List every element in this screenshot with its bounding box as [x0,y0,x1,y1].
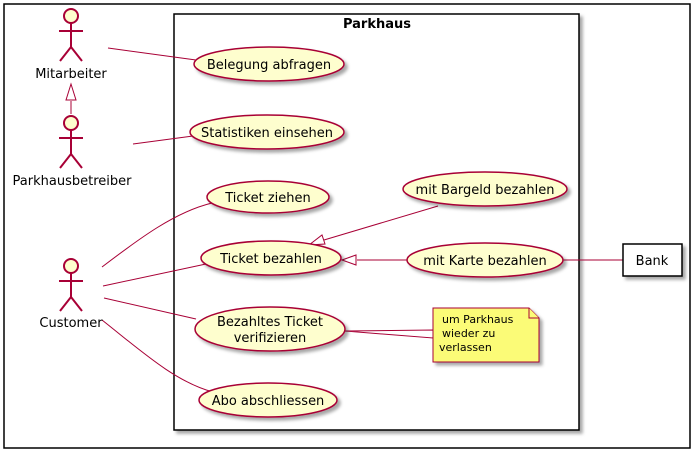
actor-customer[interactable] [59,258,83,312]
note-line2: wieder zu [442,327,495,340]
usecase-label-line1: Bezahltes Ticket [217,315,323,330]
assoc-customer-ticket-bezahlen [102,263,207,287]
usecase-belegung-abfragen[interactable]: Belegung abfragen [193,46,345,82]
actor-head [63,258,79,274]
generalization-arrow [65,82,77,101]
assoc-mitarbeiter-belegung [107,47,197,61]
bank-label: Bank [636,254,669,269]
usecase-label: Ticket bezahlen [219,252,322,267]
note: um Parkhaus wieder zu verlassen [432,307,540,363]
usecase-ticket-ziehen[interactable]: Ticket ziehen [206,180,330,214]
system-title: Parkhaus [343,17,411,32]
note-fold [528,308,539,319]
usecase-label: Statistiken einsehen [201,126,333,141]
note-line3: verlassen [439,341,492,354]
note-shape [432,307,540,363]
actor-head [63,115,79,131]
actor-label-parkhausbetreiber: Parkhausbetreiber [13,174,133,189]
outer-frame [3,3,691,449]
actor-head [63,8,79,24]
usecase-statistiken-einsehen[interactable]: Statistiken einsehen [189,114,345,150]
gen-karte-arrow [340,254,357,266]
external-bank[interactable]: Bank [622,243,683,277]
usecase-label: mit Bargeld bezahlen [416,183,555,198]
usecase-label: Belegung abfragen [207,58,331,73]
assoc-customer-abo [101,319,214,393]
usecase-label: mit Karte bezahlen [423,254,546,269]
usecase-label-line2: verifizieren [234,331,307,346]
usecase-mit-bargeld-bezahlen[interactable]: mit Bargeld bezahlen [402,171,568,207]
usecase-bezahltes-ticket-verifizieren[interactable]: Bezahltes Ticket verifizieren [194,306,346,352]
actor-label-mitarbeiter: Mitarbeiter [35,67,107,82]
actor-mitarbeiter[interactable] [59,8,83,62]
usecase-ticket-bezahlen[interactable]: Ticket bezahlen [200,240,342,276]
note-line1: um Parkhaus [442,313,514,326]
assoc-customer-ticket-ziehen [101,202,213,268]
actor-parkhausbetreiber[interactable] [59,115,83,169]
gen-bargeld-line [323,205,439,241]
usecase-abo-abschliessen[interactable]: Abo abschliessen [198,382,338,418]
assoc-customer-verifizieren [103,297,197,320]
usecase-mit-karte-bezahlen[interactable]: mit Karte bezahlen [406,242,564,278]
usecase-label: Abo abschliessen [212,394,325,409]
usecase-label: Ticket ziehen [224,191,311,206]
assoc-betreiber-statistiken [132,135,194,145]
actor-label-customer: Customer [39,316,103,331]
